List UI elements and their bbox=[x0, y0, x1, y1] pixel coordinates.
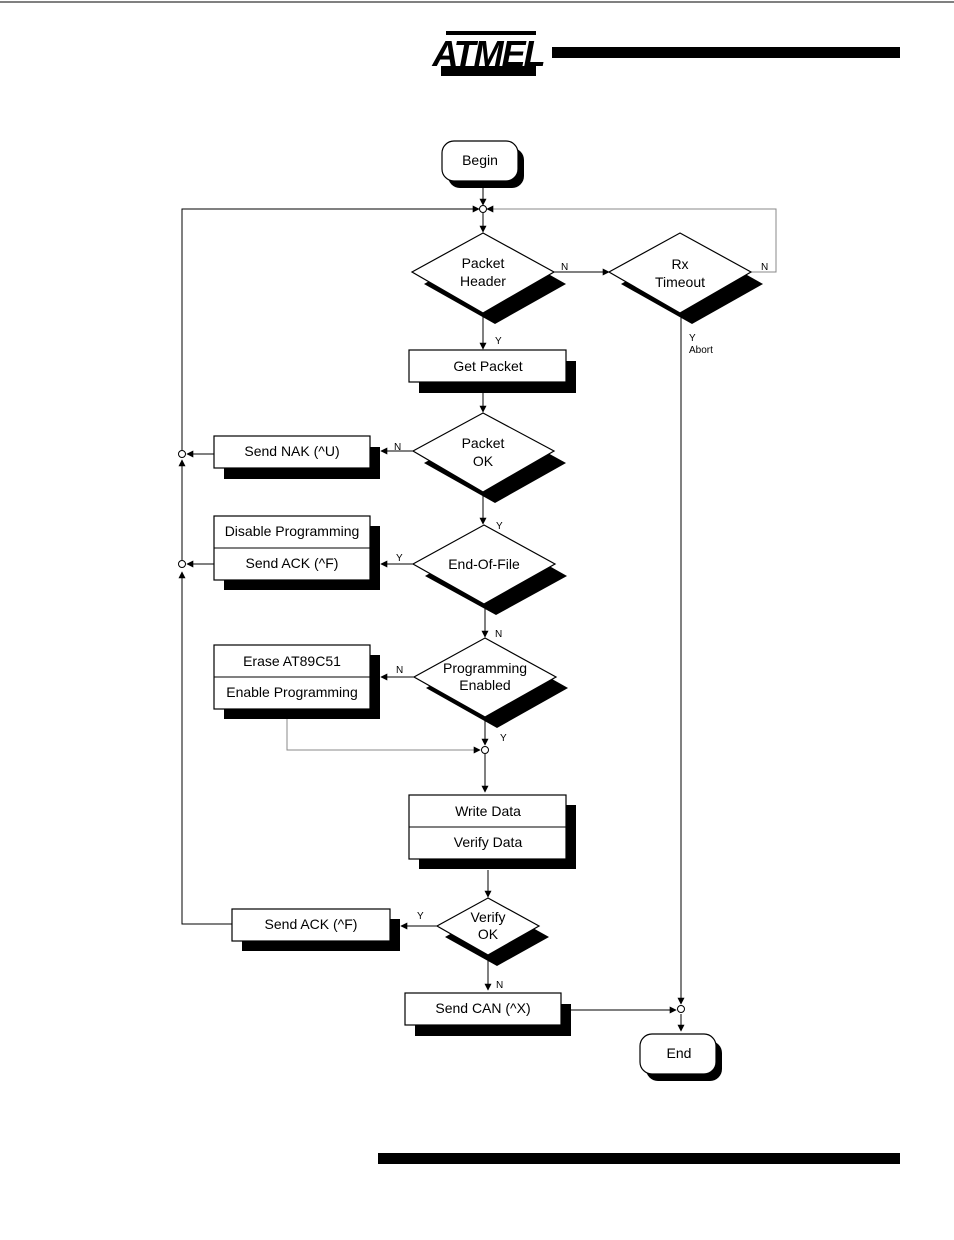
send-nak-label: Send NAK (^U) bbox=[244, 443, 339, 459]
get-packet-label: Get Packet bbox=[453, 358, 522, 374]
begin-terminal: Begin bbox=[442, 141, 524, 188]
verify-data-label: Verify Data bbox=[454, 834, 523, 850]
send-can-label: Send CAN (^X) bbox=[435, 1000, 530, 1016]
programming-enabled-decision: Programming Enabled bbox=[414, 638, 568, 728]
junction-left-nak bbox=[179, 451, 186, 458]
packet-header-line1: Packet bbox=[462, 255, 505, 271]
label-eof-y: Y bbox=[396, 553, 403, 564]
label-ph-n: N bbox=[561, 262, 568, 273]
footer-bar bbox=[378, 1153, 900, 1164]
begin-label: Begin bbox=[462, 152, 498, 168]
send-ack-eof-label: Send ACK (^F) bbox=[246, 555, 339, 571]
label-eof-n: N bbox=[495, 629, 502, 640]
label-abort: Abort bbox=[689, 345, 713, 356]
disable-programming-label: Disable Programming bbox=[225, 523, 360, 539]
junction-write bbox=[482, 747, 489, 754]
packet-header-decision: Packet Header bbox=[412, 233, 566, 324]
label-rx-n: N bbox=[761, 262, 768, 273]
send-ack-verify-box: Send ACK (^F) bbox=[232, 909, 400, 951]
header-bar bbox=[552, 47, 900, 58]
junction-left-ack bbox=[179, 561, 186, 568]
label-ok-y: Y bbox=[496, 521, 503, 532]
rx-timeout-line1: Rx bbox=[671, 256, 688, 272]
label-pe-y: Y bbox=[500, 733, 507, 744]
send-nak-box: Send NAK (^U) bbox=[214, 436, 380, 479]
atmel-logo: ATMEL bbox=[431, 31, 543, 76]
erase-enable-box: Erase AT89C51 Enable Programming bbox=[214, 645, 380, 719]
packet-ok-decision: Packet OK bbox=[413, 413, 566, 503]
write-verify-box: Write Data Verify Data bbox=[409, 795, 576, 869]
rx-timeout-decision: Rx Timeout bbox=[609, 233, 763, 324]
label-ph-y: Y bbox=[495, 336, 502, 347]
end-of-file-label: End-Of-File bbox=[448, 556, 520, 572]
end-terminal: End bbox=[640, 1034, 722, 1081]
get-packet-box: Get Packet bbox=[409, 350, 576, 393]
label-pe-n: N bbox=[396, 665, 403, 676]
end-of-file-decision: End-Of-File bbox=[413, 525, 567, 615]
programming-enabled-line1: Programming bbox=[443, 660, 527, 676]
packet-ok-line2: OK bbox=[473, 453, 494, 469]
send-ack-verify-label: Send ACK (^F) bbox=[265, 916, 358, 932]
packet-header-line2: Header bbox=[460, 273, 506, 289]
svg-text:ATMEL: ATMEL bbox=[431, 33, 543, 74]
junction-top bbox=[480, 206, 487, 213]
label-ok-n: N bbox=[394, 442, 401, 453]
verify-ok-line1: Verify bbox=[470, 909, 505, 925]
label-rx-y: Y bbox=[689, 333, 696, 344]
verify-ok-line2: OK bbox=[478, 926, 499, 942]
label-verify-n: N bbox=[496, 980, 503, 991]
rx-timeout-line2: Timeout bbox=[655, 274, 705, 290]
programming-enabled-line2: Enabled bbox=[459, 677, 510, 693]
verify-ok-decision: Verify OK bbox=[437, 898, 549, 966]
junction-end bbox=[678, 1006, 685, 1013]
loop-up-2 bbox=[182, 572, 232, 924]
end-label: End bbox=[667, 1045, 692, 1061]
write-data-label: Write Data bbox=[455, 803, 521, 819]
label-verify-y: Y bbox=[417, 911, 424, 922]
packet-ok-line1: Packet bbox=[462, 435, 505, 451]
erase-label: Erase AT89C51 bbox=[243, 653, 341, 669]
send-can-box: Send CAN (^X) bbox=[405, 993, 571, 1036]
enable-programming-label: Enable Programming bbox=[226, 684, 358, 700]
disable-programming-box: Disable Programming Send ACK (^F) bbox=[214, 516, 380, 590]
left-loop-line bbox=[182, 209, 479, 451]
